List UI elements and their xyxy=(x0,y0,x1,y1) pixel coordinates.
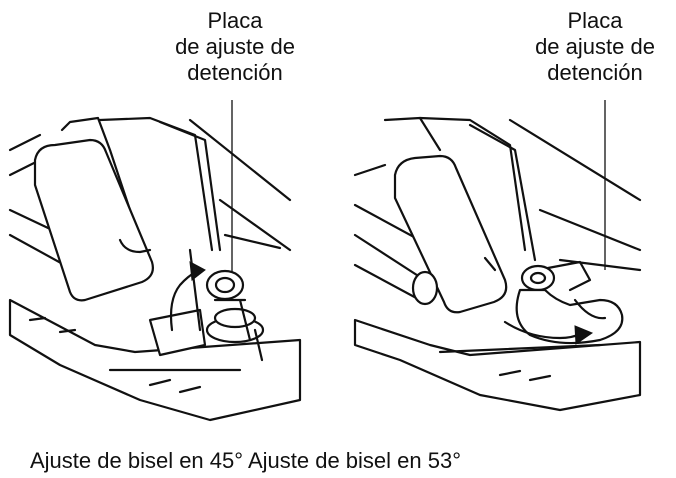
callout-line-3: detención xyxy=(187,60,283,85)
callout-line-2: de ajuste de xyxy=(175,34,295,59)
callout-line-1: Placa xyxy=(567,8,623,33)
right-rotation-arrow xyxy=(503,320,582,340)
callout-line-2: de ajuste de xyxy=(535,34,655,59)
right-base-plate xyxy=(353,318,642,412)
right-illustration-53 xyxy=(353,100,642,412)
callout-line-1: Placa xyxy=(207,8,263,33)
left-handle-plate xyxy=(33,138,154,302)
left-illustration-45 xyxy=(8,100,302,422)
left-base-plate xyxy=(8,298,302,422)
callout-stop-plate-right: Placa de ajuste de detención xyxy=(520,8,670,86)
right-handle-plate xyxy=(393,154,508,314)
callout-stop-plate-left: Placa de ajuste de detención xyxy=(150,8,320,86)
callout-line-3: detención xyxy=(547,60,643,85)
bevel-caption: Ajuste de bisel en 45° Ajuste de bisel e… xyxy=(30,448,461,474)
caption-bevel-53: Ajuste de bisel en 53° xyxy=(247,448,462,473)
caption-bevel-45: Ajuste de bisel en 45° xyxy=(30,448,244,473)
